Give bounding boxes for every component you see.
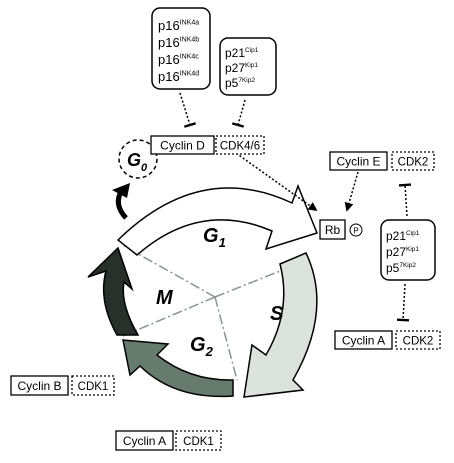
cip-top-inhibits-cdk46 bbox=[231, 99, 246, 128]
rb-label: Rb bbox=[325, 223, 341, 237]
cdk46-to-rb-arrow bbox=[232, 150, 318, 212]
g2-phase-arrow bbox=[122, 339, 234, 398]
cip-right-inhibits-cyclin-a bbox=[396, 283, 410, 322]
ink4-inhibits-cyclin-d bbox=[179, 92, 197, 128]
inhibitor-label: p16INK4d bbox=[158, 69, 199, 84]
g1-phase-arrow bbox=[116, 183, 318, 256]
g0-exit-arrowhead bbox=[112, 183, 130, 198]
inhibitor-label: p21Cip1 bbox=[225, 46, 259, 60]
inhibitor-label: p27Kip1 bbox=[386, 245, 419, 259]
cyclin-e-cdk2-complex: Cyclin E CDK2 bbox=[329, 151, 435, 171]
g0-circle bbox=[118, 139, 158, 179]
cyclin-b-label: Cyclin B bbox=[17, 379, 61, 393]
cyclin-d-cdk46-complex: Cyclin D CDK4/6 bbox=[150, 135, 265, 155]
s-phase-arrow bbox=[243, 252, 318, 398]
g1-label: G1 bbox=[203, 225, 226, 250]
ink4-list: p16INK4a p16INK4b p16INK4c p16INK4d bbox=[158, 18, 199, 84]
cdk2-a-label: CDK2 bbox=[403, 336, 434, 348]
inhibitor-label: p57Kip2 bbox=[386, 261, 416, 275]
g0-label: G0 bbox=[127, 150, 148, 174]
cdk1-a-label: CDK1 bbox=[183, 436, 214, 448]
cdk2-e-label: CDK2 bbox=[398, 157, 429, 169]
phosphate-icon bbox=[349, 223, 363, 237]
inhibitor-label: p16INK4c bbox=[158, 52, 199, 67]
divider-s-g2 bbox=[214, 296, 238, 381]
divider-m-g1 bbox=[123, 245, 216, 298]
rb-protein: Rb P bbox=[319, 219, 363, 240]
cyclin-a-cdk1-complex: Cyclin A CDK1 bbox=[115, 430, 222, 451]
phosphate-label: P bbox=[353, 227, 358, 236]
g2-label: G2 bbox=[190, 334, 214, 359]
cdk46-label: CDK4/6 bbox=[220, 141, 260, 153]
cyclin-b-cdk1-complex: Cyclin B CDK1 bbox=[10, 375, 115, 396]
cyclin-a-cdk2-complex: Cyclin A CDK2 bbox=[334, 330, 441, 350]
inhibitor-label: p27Kip1 bbox=[225, 61, 258, 75]
m-label: M bbox=[156, 287, 174, 309]
cdk1-b-label: CDK1 bbox=[78, 381, 109, 393]
divider-g2-m bbox=[122, 296, 216, 337]
cyclin-e-label: Cyclin E bbox=[336, 155, 380, 169]
s-label: S bbox=[270, 303, 284, 325]
ink4-inhibitor-box: p16INK4a p16INK4b p16INK4c p16INK4d bbox=[151, 7, 211, 90]
cyclin-a-right-label: Cyclin A bbox=[342, 334, 385, 348]
cyclin-d-label: Cyclin D bbox=[160, 139, 205, 153]
cdk2-to-rb-arrow bbox=[344, 171, 359, 212]
inhibitor-label: p16INK4b bbox=[158, 35, 199, 50]
inhibitor-label: p16INK4a bbox=[158, 18, 199, 33]
cip-kip-right-list: p21Cip1 p27Kip1 p57Kip2 bbox=[386, 229, 420, 275]
cip-right-inhibits-cyclin-e bbox=[398, 183, 412, 217]
inhibitor-label: p21Cip1 bbox=[386, 229, 420, 243]
cyclin-a-bottom-label: Cyclin A bbox=[123, 434, 166, 448]
cip-kip-right-box: p21Cip1 p27Kip1 p57Kip2 bbox=[380, 219, 436, 281]
m-phase-arrow bbox=[87, 246, 140, 336]
inhibitor-label: p57Kip2 bbox=[225, 76, 255, 90]
